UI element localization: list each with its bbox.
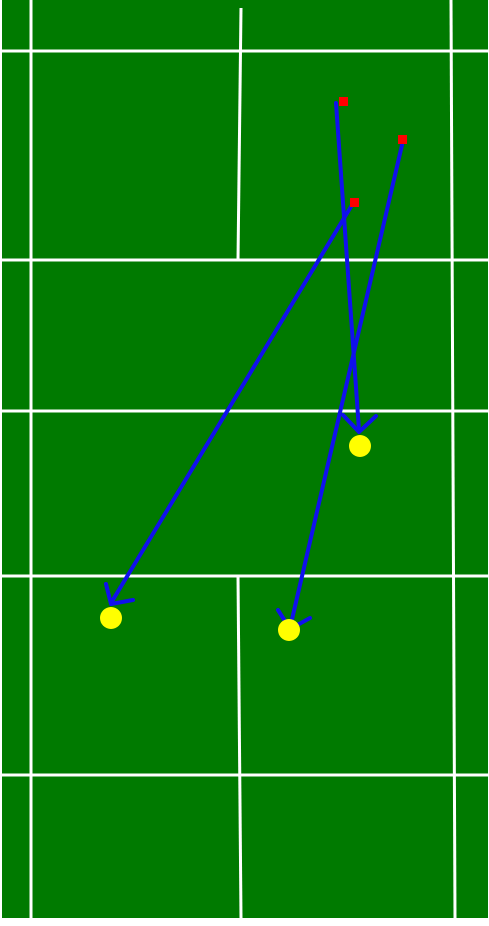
- shot-3-arrowhead: [104, 582, 135, 606]
- shot-3-landing-marker: [100, 607, 122, 629]
- shot-3: [100, 198, 359, 629]
- shot-3-start-marker: [350, 198, 359, 207]
- shot-2-landing-marker: [278, 619, 300, 641]
- center-line-bottom: [236, 575, 243, 919]
- shot-1-arrowhead: [341, 413, 378, 434]
- shot-1: [334, 97, 378, 457]
- shot-1-start-marker: [339, 97, 348, 106]
- center-line-top: [236, 7, 243, 261]
- shot-1-trajectory: [334, 101, 361, 432]
- shot-1-landing-marker: [349, 435, 371, 457]
- shot-2-trajectory: [288, 143, 404, 630]
- shot-3-trajectory: [109, 198, 357, 605]
- shot-2: [276, 135, 407, 641]
- right-sideline: [449, 0, 457, 919]
- shot-2-start-marker: [398, 135, 407, 144]
